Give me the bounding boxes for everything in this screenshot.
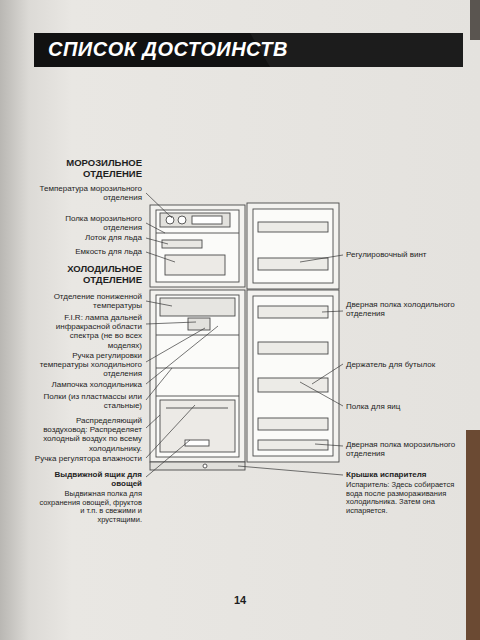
page-title: СПИСОК ДОСТОИНСТВ [48,38,288,61]
part-label: Полки (из пластмассы или стальные) [34,392,142,410]
part-label: Полка для яиц [346,402,462,411]
part-label: Лампочка холодильника [34,380,142,389]
part-label: F.I.R: лампа дальней инфракрасной област… [34,313,142,350]
title-banner [34,33,463,67]
part-label: Выдвижной ящик для овощей [34,470,142,488]
part-label: Дверная полка морозильного отделения [346,440,462,458]
part-label: Ручка регулятора влажности [34,454,142,463]
part-note: Выдвижная полка для сохранения овощей, ф… [34,490,142,525]
part-label: Отделение пониженной температуры [34,292,142,310]
part-label: Дверная полка холодильного отделения [346,300,462,318]
section-heading: МОРОЗИЛЬНОЕ ОТДЕЛЕНИЕ [34,158,142,180]
part-label: Температура морозильного отделения [34,184,142,202]
part-label: Крышка испарителя [346,470,462,479]
part-label: Емкость для льда [34,247,142,256]
part-label: Ручка регулировки температуры холодильно… [34,351,142,379]
part-label: Полка морозильного отделения [34,214,142,232]
part-label: Лоток для льда [34,233,142,242]
table-edge [470,0,480,40]
part-note: Испаритель: Здесь собирается вода после … [346,481,462,516]
leader-lines [146,193,343,477]
fridge-drawing [150,203,339,470]
part-label: Регулировочный винт [346,250,462,259]
page-number: 14 [200,594,280,607]
part-label: Держатель для бутылок [346,360,462,369]
section-heading: ХОЛОДИЛЬНОЕ ОТДЕЛЕНИЕ [34,264,142,286]
table-edge [466,430,480,640]
part-label: Распределяющий воздуховод: Распределяет … [34,416,142,453]
